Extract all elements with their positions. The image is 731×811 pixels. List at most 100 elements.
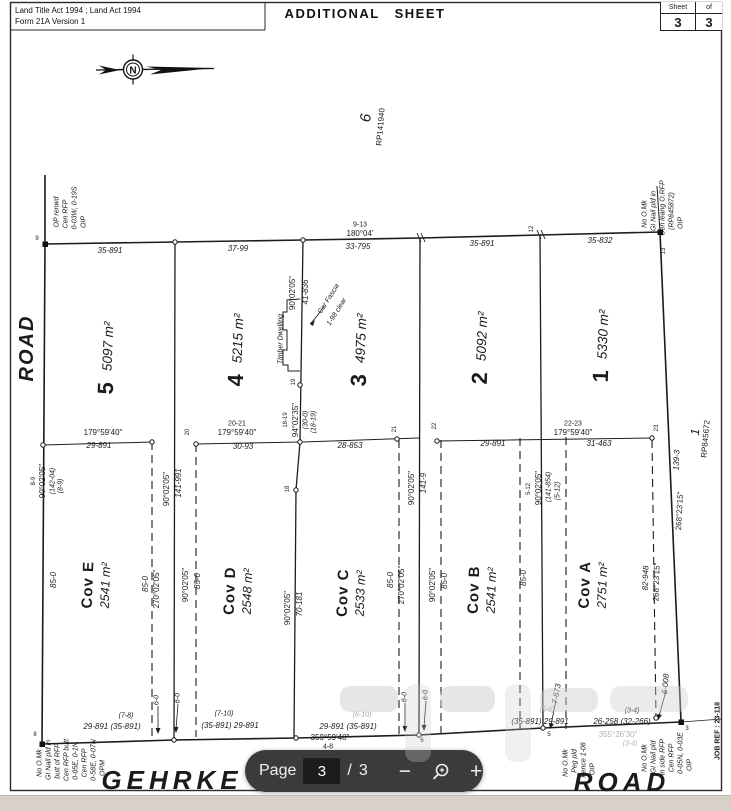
page-total: 3 bbox=[358, 762, 368, 779]
pdf-toolbar: Page / 3 − + bbox=[245, 750, 483, 792]
zoom-in-button[interactable]: + bbox=[461, 761, 491, 782]
plan-label: 82-948 bbox=[640, 565, 651, 591]
plan-label: (5-6) bbox=[539, 706, 555, 714]
building-outline bbox=[282, 298, 325, 372]
plan-label: No O.Mk bbox=[641, 200, 649, 228]
plan-label: (30-0) bbox=[302, 410, 310, 430]
plan-label: (7-8) bbox=[118, 712, 134, 720]
plan-label: 179°59'40" bbox=[217, 428, 257, 437]
page-title: ADDITIONAL SHEET bbox=[284, 6, 446, 21]
plan-label: 85-0 bbox=[49, 571, 58, 589]
plan-label: 1 bbox=[687, 428, 703, 436]
plan-label: 5 bbox=[547, 732, 551, 738]
plan-label: (35-891) 29-891 bbox=[511, 717, 569, 726]
watermark bbox=[610, 686, 688, 712]
plan-label: Cen RFP bbox=[81, 748, 89, 778]
page-number-input[interactable] bbox=[303, 758, 341, 784]
plan-label: 139-3 bbox=[671, 449, 682, 471]
plan-label: (5-12) bbox=[554, 481, 562, 501]
magnifier-zoom-icon[interactable] bbox=[427, 762, 454, 781]
plan-label: JOB REF : 23-118 bbox=[714, 702, 722, 760]
plan-label: 35-832 bbox=[587, 236, 613, 245]
plan-label: 90°02'05" bbox=[428, 567, 437, 603]
plan-label: 268°23'15" bbox=[673, 491, 686, 531]
covenant-area: 2533 m² bbox=[352, 570, 369, 617]
plan-label: (141-854) bbox=[545, 471, 553, 503]
plan-label: 22-23 bbox=[564, 420, 582, 428]
plan-label: 22 bbox=[432, 422, 438, 430]
plan-label: GI Nail pld in bbox=[650, 190, 658, 232]
lot-number: 3 bbox=[345, 373, 372, 387]
plan-label: 26-258 (32-266) bbox=[593, 717, 651, 726]
plan-label: 90°02'05" bbox=[38, 463, 47, 499]
plan-label: No O.Mk bbox=[562, 749, 570, 777]
watermark bbox=[540, 688, 598, 712]
plan-label: GI Nail pld in bbox=[45, 739, 53, 781]
zoom-out-button[interactable]: − bbox=[390, 761, 420, 782]
compass-letter: N bbox=[129, 66, 136, 77]
of-label: of bbox=[696, 2, 722, 14]
plan-label: 9-13 bbox=[352, 221, 368, 229]
plan-label: 21 bbox=[392, 425, 398, 433]
plan-label: 4-8 bbox=[322, 743, 334, 751]
plan-label: 90°02'05" bbox=[181, 567, 190, 603]
plan-label: 28-853 bbox=[337, 441, 363, 450]
plan-label: OIP bbox=[80, 215, 88, 229]
plan-label: 85-0 bbox=[386, 571, 395, 589]
plan-label: 0-05E, 0-1N bbox=[72, 742, 80, 780]
covenant-name: Cov D bbox=[220, 566, 240, 616]
plan-label: 355°26'30" bbox=[598, 730, 638, 739]
north-arrow: N bbox=[95, 54, 215, 85]
plan-label: 90°02'05" bbox=[162, 471, 171, 507]
lot-area: 5092 m² bbox=[473, 311, 490, 362]
plan-label: 70-181 bbox=[295, 591, 304, 617]
plan-label: 85-0 bbox=[141, 575, 150, 593]
plan-label: 90°02'05" bbox=[288, 275, 297, 311]
plan-label: 6-0 bbox=[174, 692, 182, 704]
act-line-1: Land Title Act 1994 ; Land Act 1994 bbox=[15, 6, 141, 15]
covenant-name: Cov C bbox=[333, 568, 353, 618]
plan-label: 94°02'35" bbox=[291, 402, 300, 438]
plan-label: 5-12 bbox=[526, 482, 532, 496]
plan-label: (8-9) bbox=[57, 478, 65, 494]
plan-label: 85-0 bbox=[519, 569, 528, 587]
plan-label: 141-991 bbox=[174, 468, 183, 498]
plan-label: 270°02'05" bbox=[397, 565, 406, 605]
plan-label: 41-836 bbox=[301, 279, 310, 305]
lot-number: 4 bbox=[222, 373, 249, 387]
plan-label: 268°23'15" bbox=[651, 562, 662, 602]
plan-label: 85-0 bbox=[440, 572, 449, 590]
covenant-name: Cov A bbox=[575, 560, 595, 609]
plan-label: Cen RFP bbox=[62, 199, 70, 229]
sheet-box: Sheet of 3 3 bbox=[660, 2, 722, 31]
plan-label: 9 bbox=[35, 236, 39, 242]
plan-label: 3 bbox=[685, 726, 689, 732]
plan-label: Cen RFP butt bbox=[63, 738, 71, 782]
lot-number: 1 bbox=[587, 369, 614, 383]
junction-markers bbox=[39, 229, 684, 747]
plan-label: 180°04' bbox=[346, 229, 374, 238]
plan-label: 29-891 (35-891) bbox=[319, 722, 377, 731]
plan-label: 18 bbox=[285, 485, 291, 493]
plan-label: 179°59'40" bbox=[553, 428, 593, 437]
watermark bbox=[440, 686, 495, 712]
plan-label: (3-4) bbox=[622, 740, 638, 748]
plan-label: OIP bbox=[677, 216, 685, 230]
plan-label: (35-891) 29-891 bbox=[201, 721, 259, 730]
plan-label: 141-9 bbox=[419, 472, 428, 494]
lot-area: 5330 m² bbox=[594, 309, 611, 360]
plan-label: 20-21 bbox=[228, 420, 246, 428]
plan-label: No O.Mk bbox=[36, 749, 44, 777]
page-separator: / bbox=[347, 762, 352, 779]
plan-label: 18-19 bbox=[283, 412, 289, 428]
covenant-area: 2548 m² bbox=[239, 568, 256, 615]
plan-label: 12 bbox=[529, 225, 535, 233]
plan-label: RP141940 bbox=[374, 107, 387, 147]
covenant-name: Cov E bbox=[78, 560, 98, 609]
plan-label: 23 bbox=[654, 424, 660, 432]
